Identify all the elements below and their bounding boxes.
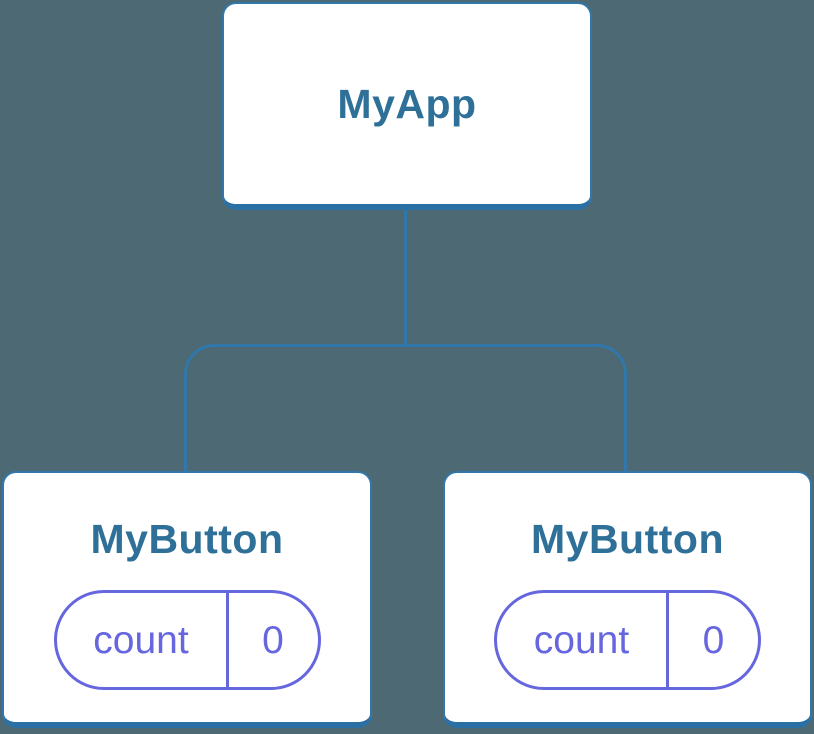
- state-value-cell: 0: [229, 593, 318, 687]
- connector-branch-line: [184, 344, 627, 471]
- connector-stem-line: [404, 210, 407, 345]
- node-mybutton-right-label: MyButton: [530, 516, 724, 562]
- state-value-label: 0: [262, 618, 284, 662]
- state-key-label: count: [93, 618, 189, 662]
- state-pill-left: count 0: [53, 590, 321, 690]
- node-mybutton-left: MyButton count 0: [2, 471, 372, 728]
- state-value-cell: 0: [669, 593, 758, 687]
- state-key-label: count: [533, 618, 630, 662]
- state-key-cell: count: [57, 593, 229, 687]
- state-pill-right: count 0: [494, 590, 761, 690]
- node-mybutton-right: MyButton count 0: [443, 471, 812, 728]
- node-myapp: MyApp: [222, 2, 592, 210]
- state-value-label: 0: [702, 618, 725, 662]
- node-mybutton-left-label: MyButton: [90, 516, 284, 562]
- node-myapp-label: MyApp: [337, 81, 477, 127]
- state-key-cell: count: [497, 593, 669, 687]
